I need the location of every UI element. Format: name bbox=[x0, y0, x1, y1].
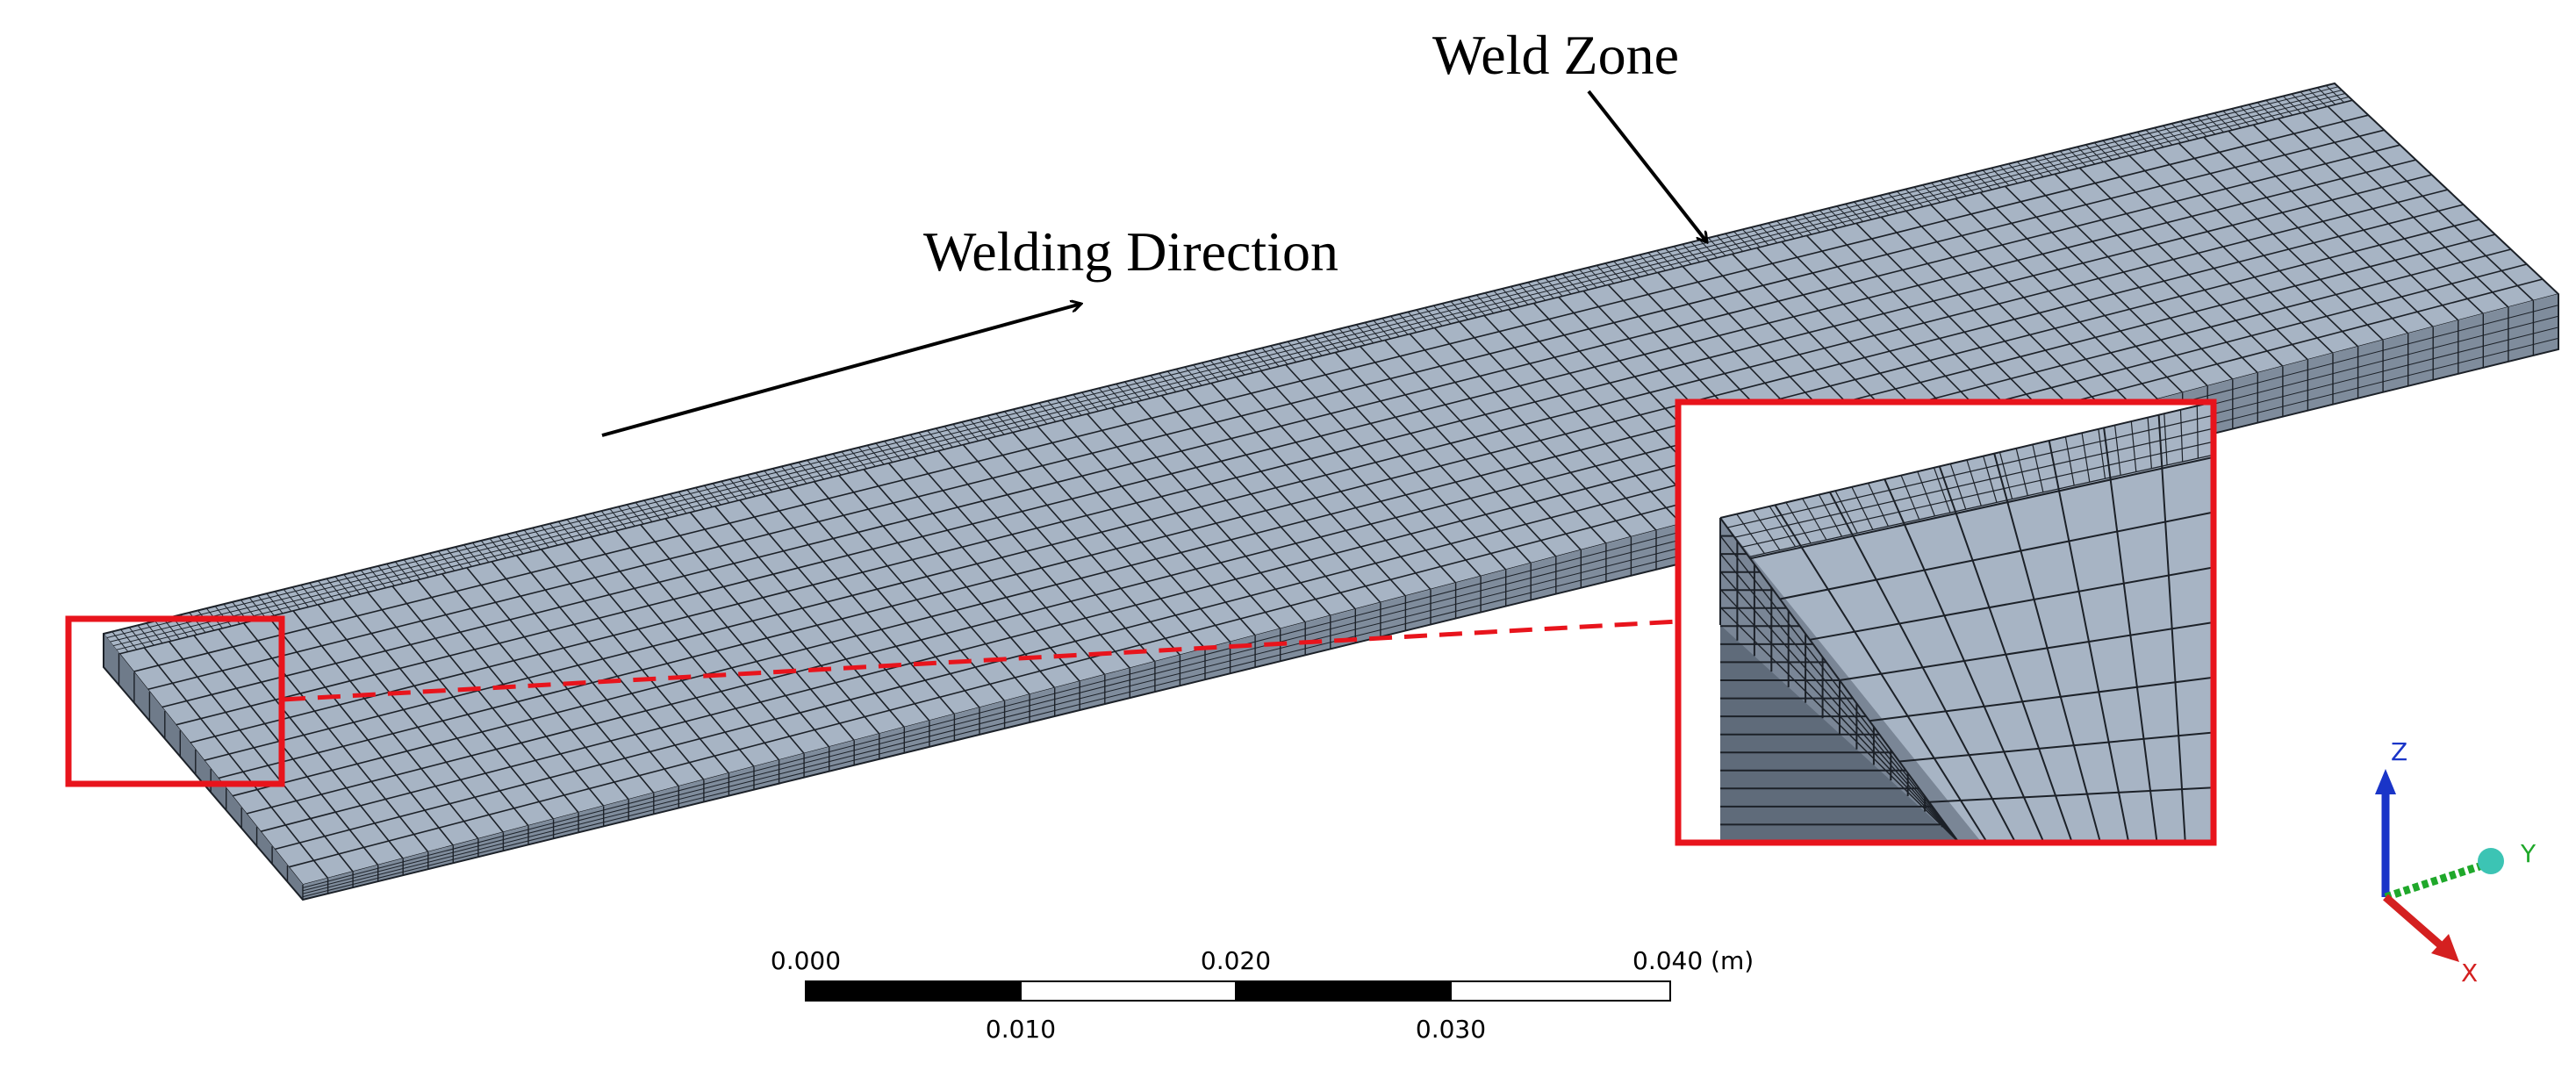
plate-end-face bbox=[104, 634, 303, 900]
scale-tick-0: 0.000 bbox=[771, 946, 841, 975]
y-axis-label: Y bbox=[2520, 839, 2537, 868]
weld-zone-dense-mesh bbox=[104, 83, 2353, 655]
coordinate-triad: Z Y X bbox=[2375, 737, 2537, 987]
weld-zone-label: Weld Zone bbox=[1432, 24, 1679, 86]
scale-tick-0-020: 0.020 bbox=[1201, 946, 1271, 975]
z-axis-arrowhead bbox=[2375, 769, 2396, 794]
z-axis-label: Z bbox=[2391, 737, 2407, 766]
plate-top-surface bbox=[104, 83, 2558, 885]
x-axis-arrowhead bbox=[2431, 934, 2459, 962]
scale-tick-0-040: 0.040 (m) bbox=[1632, 946, 1754, 975]
x-axis-label: X bbox=[2461, 959, 2478, 987]
detail-leader-line bbox=[282, 619, 1679, 702]
welding-direction-label: Welding Direction bbox=[923, 220, 1338, 283]
scale-tick-0-010: 0.010 bbox=[986, 1015, 1056, 1044]
plate-top-grid bbox=[118, 99, 2558, 885]
zoomed-detail-view bbox=[1675, 399, 2217, 846]
y-axis-ball bbox=[2478, 848, 2504, 874]
scale-tick-0-030: 0.030 bbox=[1416, 1015, 1486, 1044]
weld-zone-arrow bbox=[1587, 90, 1707, 242]
detail-highlight-box bbox=[65, 615, 285, 787]
scale-bar: 0.000 0.020 0.040 (m) 0.010 0.030 bbox=[771, 946, 1754, 1044]
welding-direction-arrow bbox=[601, 304, 1081, 437]
